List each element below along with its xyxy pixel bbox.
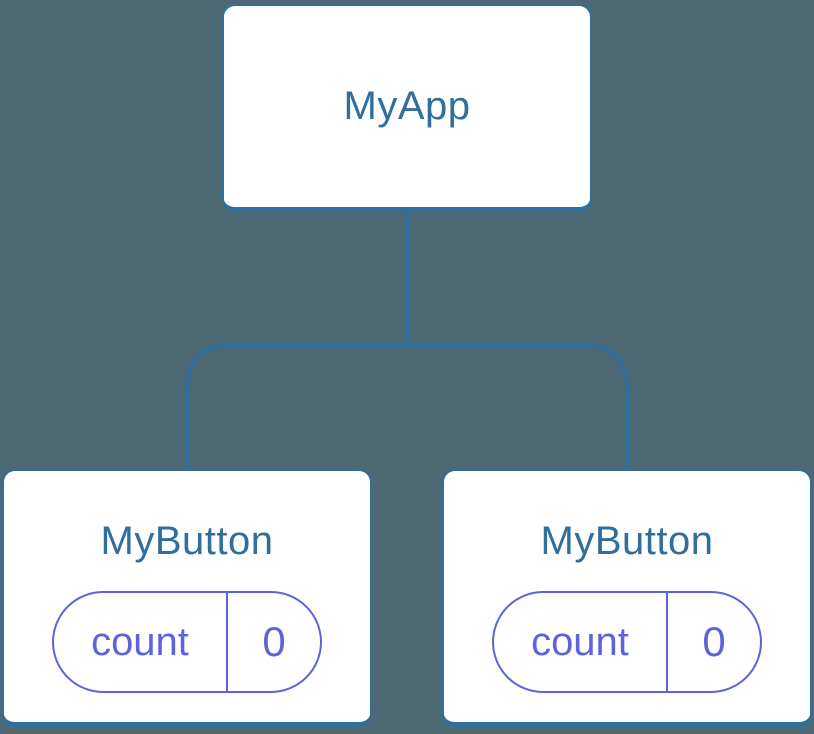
state-value: 0 (702, 618, 726, 665)
state-pill-left: count 0 (52, 591, 322, 693)
state-key-label: count (54, 593, 228, 691)
state-key-label: count (494, 593, 668, 691)
component-label-root: MyApp (343, 84, 471, 128)
state-pill-right: count 0 (492, 591, 762, 693)
component-node-root: MyApp (222, 4, 592, 212)
component-label-button-right: MyButton (540, 519, 714, 563)
component-node-button-left: MyButton count 0 (2, 469, 372, 727)
component-label-button-left: MyButton (100, 519, 274, 563)
state-value: 0 (262, 618, 286, 665)
bracket-line (185, 343, 629, 472)
component-node-button-right: MyButton count 0 (442, 469, 812, 727)
